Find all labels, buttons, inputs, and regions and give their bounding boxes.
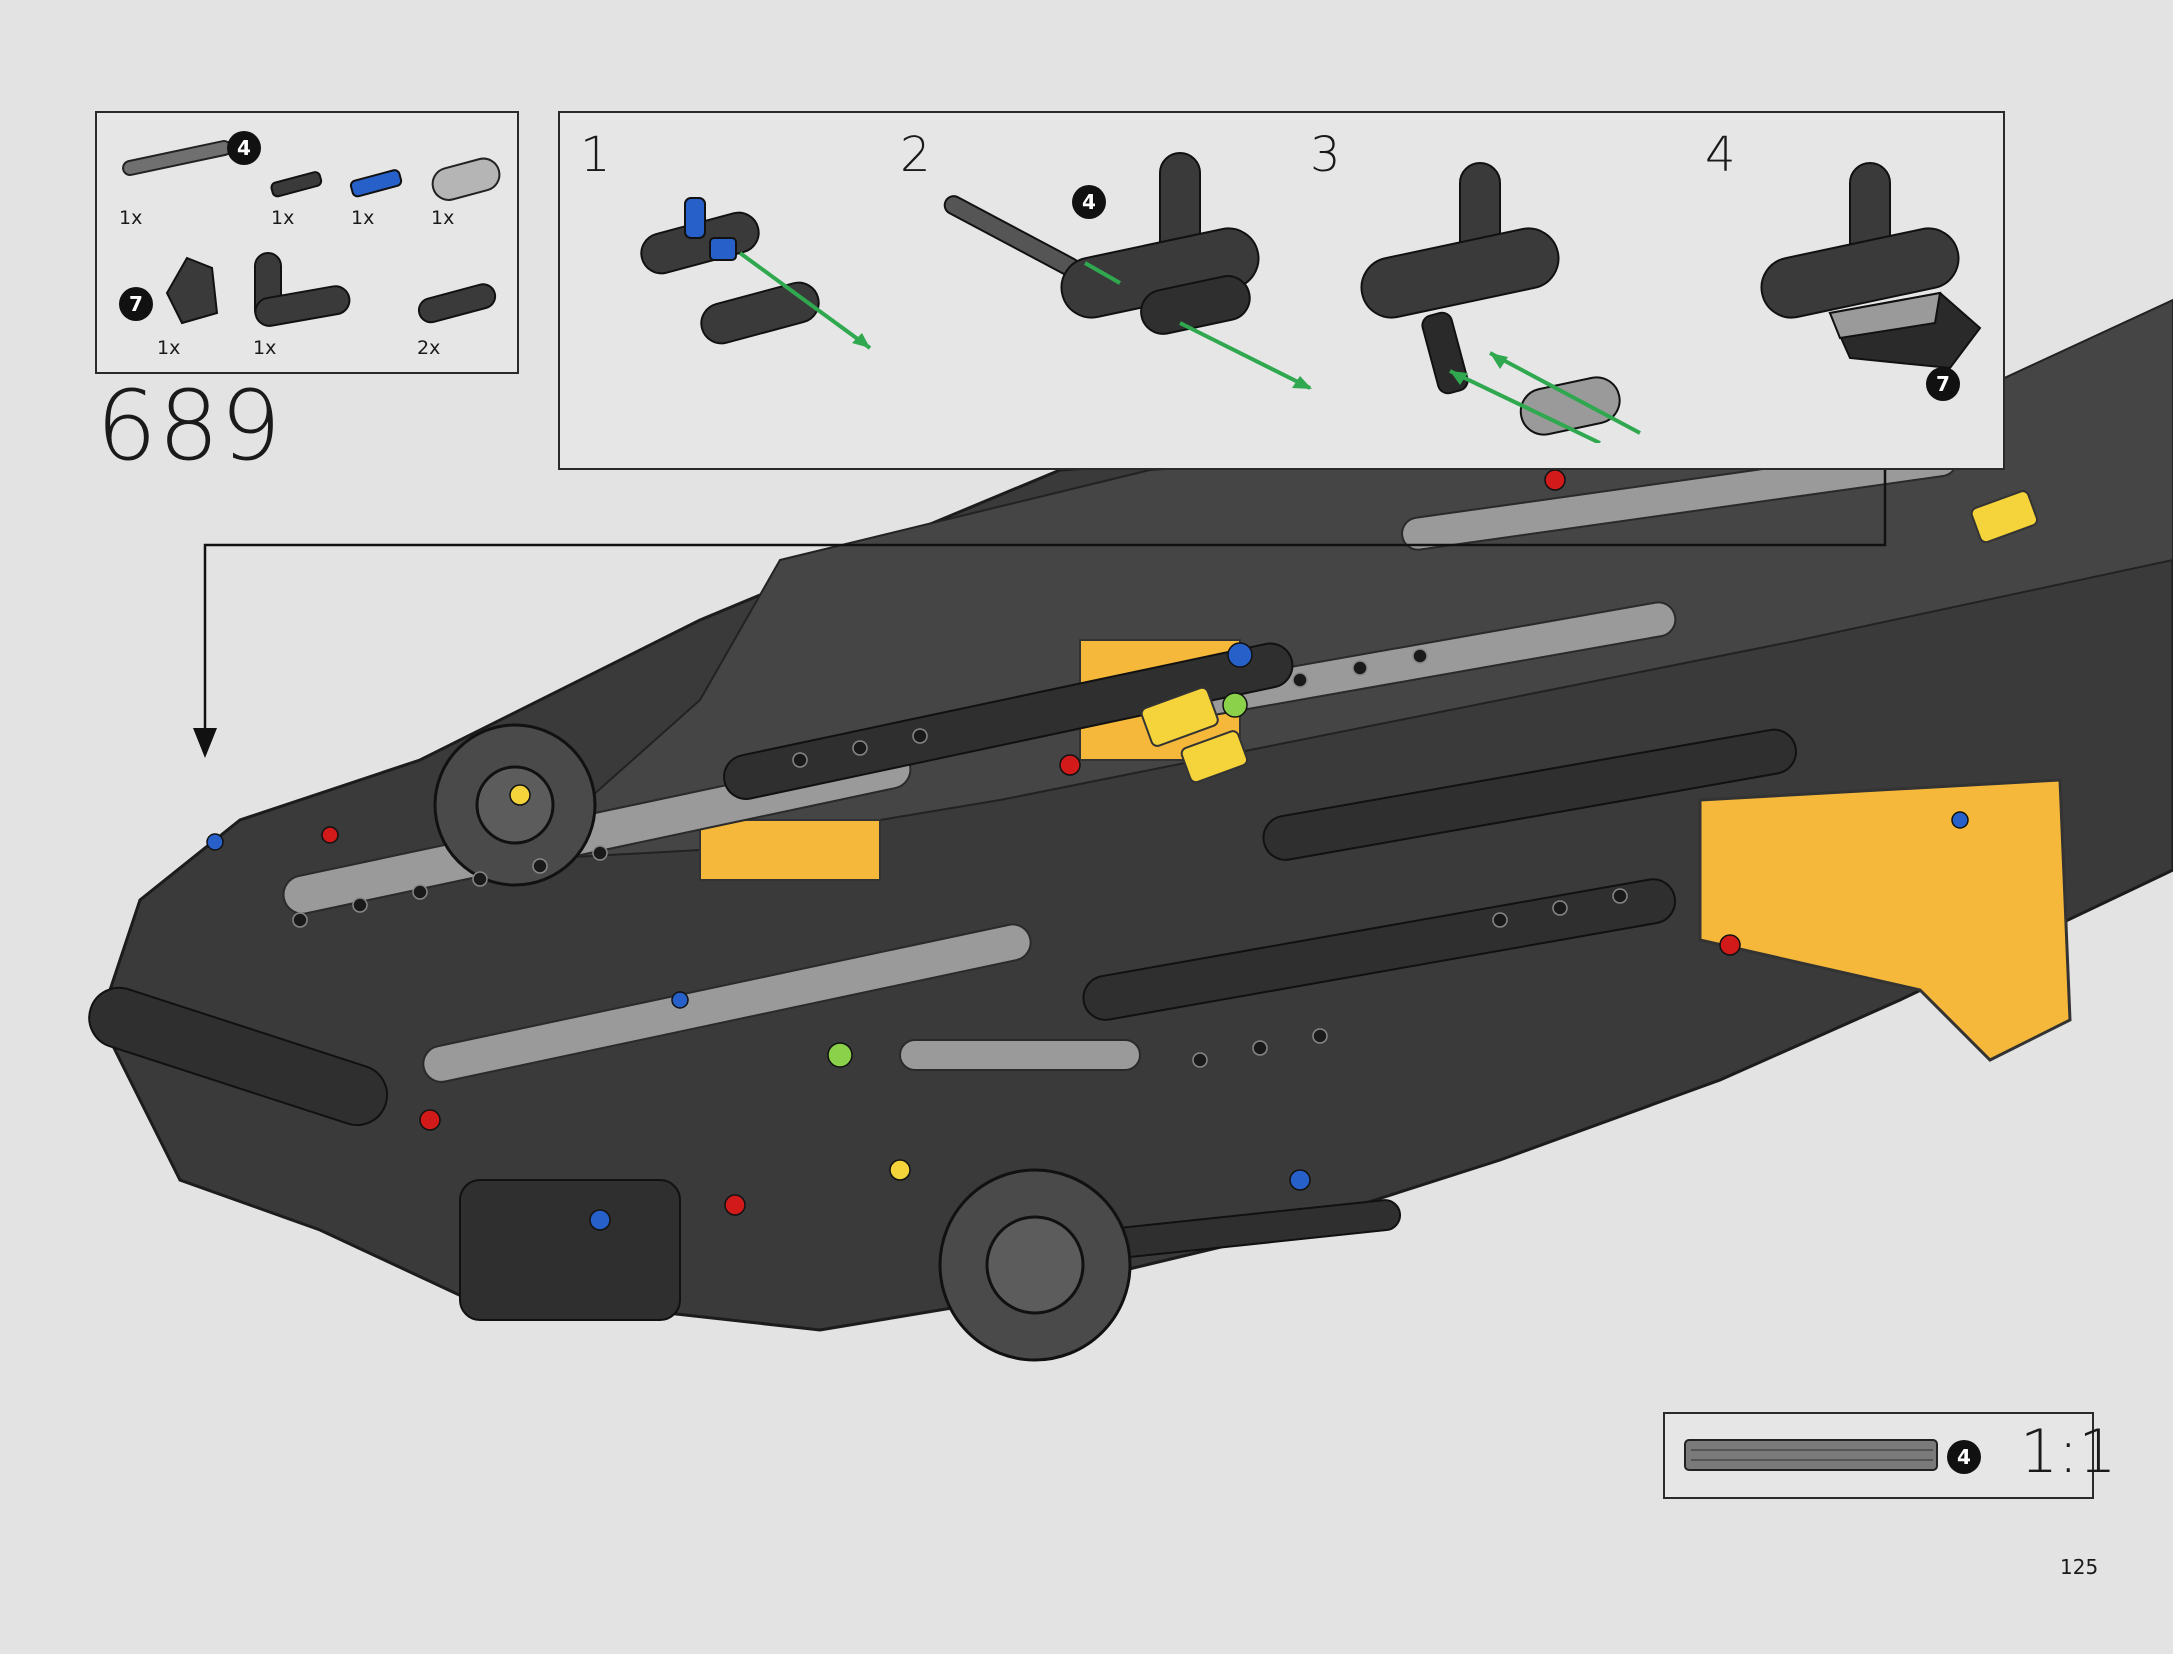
scale-box: 4 1:1	[1663, 1412, 2117, 1499]
substep-3-illustration	[1360, 162, 1641, 443]
parts-list-box: 4 1x 1x 1x 1x 7 1x 1x 2x	[95, 111, 519, 374]
l-beam-part	[254, 252, 351, 327]
part-qty: 2x	[417, 337, 441, 359]
substeps-box: 1 2 4 3 4 7	[558, 111, 2005, 470]
panel-part	[165, 256, 219, 325]
grey-beam-part	[431, 157, 501, 201]
substep-4-label: 4	[1705, 127, 1736, 183]
substep-3-label: 3	[1310, 127, 1341, 183]
blue-axle-pin-part	[349, 169, 403, 198]
part-qty: 1x	[157, 337, 181, 359]
scale-badge: 4	[1947, 1440, 1981, 1474]
substep-4-badge: 7	[1926, 367, 1960, 401]
scale-axle-illustration	[1684, 1439, 1938, 1471]
part-badge-7: 7	[119, 287, 153, 321]
scale-ratio: 1:1	[2020, 1417, 2117, 1487]
axle-part	[122, 140, 232, 176]
part-qty: 1x	[253, 337, 277, 359]
substep-2-illustration	[943, 152, 1312, 390]
beam-3-part	[417, 283, 497, 324]
part-badge-4: 4	[227, 131, 261, 165]
substep-4-illustration	[1760, 162, 1982, 370]
substep-2-label: 2	[900, 127, 931, 183]
step-number: 689	[96, 370, 283, 482]
part-qty: 1x	[351, 207, 375, 229]
page-number: 125	[2060, 1555, 2099, 1579]
substep-1-illustration	[640, 197, 872, 350]
substep-2-badge: 4	[1072, 185, 1106, 219]
axle-pin-part	[270, 171, 323, 198]
part-qty: 1x	[271, 207, 295, 229]
part-qty: 1x	[119, 207, 143, 229]
substep-1-label: 1	[580, 127, 611, 183]
part-qty: 1x	[431, 207, 455, 229]
